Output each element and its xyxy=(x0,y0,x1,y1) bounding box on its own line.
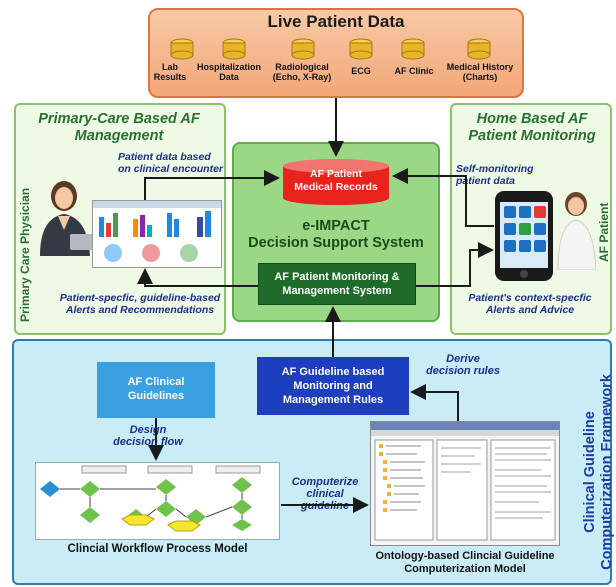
analytics-dashboard-screen xyxy=(92,200,222,268)
lab-results-label: Lab Results xyxy=(153,62,187,82)
e-impact-dss-label: e-IMPACT Decision Support System xyxy=(248,218,424,251)
ecg-database-icon xyxy=(342,38,380,60)
home-to-records-arrow xyxy=(392,168,494,227)
medical-records-label: AF Patient Medical Records xyxy=(294,168,378,193)
guideline-rules-box: AF Guideline based Monitoring and Manage… xyxy=(257,357,409,415)
ontology-editor-screenshot xyxy=(370,421,560,546)
context-specific-alerts-label: Patient's context-specfic Alerts and Adv… xyxy=(468,292,592,316)
patient-data-clinical-encounter-label: Patient data based on clinical encounter xyxy=(118,151,224,175)
monitoring-management-system-box: AF Patient Monitoring & Management Syste… xyxy=(258,263,416,305)
patient-specific-alerts-label: Patient-specfic, guideline-based Alerts … xyxy=(59,292,221,316)
af-clinic-database-icon xyxy=(394,38,432,60)
radiological-label: Radiological (Echo, X-Ray) xyxy=(272,62,332,82)
ontology-model-label: Ontology-based Clincial Guideline Comput… xyxy=(375,550,555,575)
monitoring-to-primary-arrow xyxy=(137,268,258,287)
hospitalization-label: Hospitalization Data xyxy=(196,62,261,82)
primary-care-title: Primary-Care Based AF Management xyxy=(38,111,200,144)
af-clinical-guidelines-box: AF Clinical Guidelines xyxy=(97,362,215,418)
design-decision-flow-label: Design decision flow xyxy=(113,424,183,448)
af-clinic-label: AF Clinic xyxy=(394,66,434,76)
monitoring-to-home-arrow xyxy=(416,242,494,287)
medical-history-label: Medical History (Charts) xyxy=(446,62,514,82)
workflow-process-model-label: Clincial Workflow Process Model xyxy=(67,543,248,555)
medical-records-database-icon xyxy=(281,158,391,206)
live-patient-data-title: Live Patient Data xyxy=(267,12,405,31)
home-based-title: Home Based AF Patient Monitoring xyxy=(468,111,596,144)
workflow-process-model-diagram xyxy=(35,462,280,540)
af-patient-illustration xyxy=(556,190,597,271)
live-patient-data-box xyxy=(148,8,524,98)
medical-history-database-icon xyxy=(460,38,498,60)
hospitalization-database-icon xyxy=(215,38,253,60)
self-monitoring-label: Self-monitoring patient data xyxy=(456,163,534,187)
ontology-to-rules-arrow xyxy=(410,384,459,421)
primary-to-records-arrow xyxy=(144,170,280,200)
derive-decision-rules-label: Derive decision rules xyxy=(426,353,500,377)
ecg-label: ECG xyxy=(351,66,371,76)
lab-results-database-icon xyxy=(163,38,201,60)
physician-illustration xyxy=(34,178,96,256)
smartphone-app-illustration xyxy=(494,190,554,282)
radiological-database-icon xyxy=(284,38,322,60)
